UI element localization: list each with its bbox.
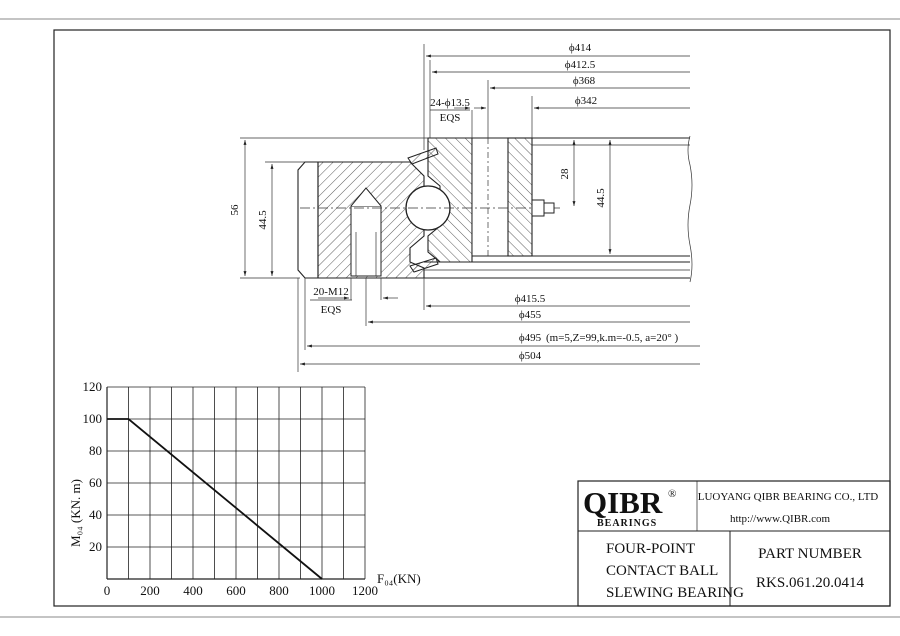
description-line-1: FOUR-POINT xyxy=(606,541,695,557)
part-number: RKS.061.20.0414 xyxy=(756,575,864,591)
dim-414: ϕ414 xyxy=(569,42,592,54)
outer-ring-chamfer xyxy=(297,161,319,279)
height-overall: 56 xyxy=(229,204,241,216)
y-tick-label: 20 xyxy=(89,539,102,554)
bolt-outer-spec: 20-M12 xyxy=(313,286,348,298)
dim-412-5: ϕ412.5 xyxy=(565,59,596,71)
dim-368: ϕ368 xyxy=(573,75,596,87)
x-tick-label: 400 xyxy=(183,583,203,598)
dim-415-5: ϕ415.5 xyxy=(515,293,546,305)
x-tick-label: 0 xyxy=(104,583,111,598)
inner-ring-flange xyxy=(507,137,533,257)
height-dimensions: 56 44.5 28 44.5 xyxy=(229,137,620,279)
drawing-frame xyxy=(53,29,891,607)
description-line-3: SLEWING BEARING xyxy=(606,585,744,601)
x-tick-label: 200 xyxy=(140,583,160,598)
x-tick-label: 1200 xyxy=(352,583,378,598)
dim-455: ϕ455 xyxy=(519,309,542,321)
company-website: http://www.QIBR.com xyxy=(730,513,831,525)
bolt-outer-eqs: EQS xyxy=(321,304,342,316)
bolt-nut xyxy=(531,199,545,217)
upper-seal xyxy=(407,147,439,165)
company-name: LUOYANG QIBR BEARING CO., LTD xyxy=(698,491,879,503)
bolt-inner-spec: 24-ϕ13.5 xyxy=(430,97,470,109)
x-tick-label: 800 xyxy=(269,583,289,598)
y-tick-label: 40 xyxy=(89,507,102,522)
part-number-label: PART NUMBER xyxy=(758,546,862,562)
load-chart: 0 200 400 600 800 1000 1200 20 40 60 80 100 120F₀₄(K… xyxy=(68,379,421,598)
dim-495: ϕ495 xyxy=(519,332,542,344)
bottom-diameter-dimensions: 20-M12 EQS ϕ415.5 ϕ455 ϕ495 (m=5,Z=99,k.… xyxy=(297,278,700,372)
bolt-inner-eqs: EQS xyxy=(440,112,461,124)
description-line-2: CONTACT BALL xyxy=(606,563,718,579)
tapped-hole-tip xyxy=(350,187,382,232)
title-block: QIBR ® BEARINGS LUOYANG QIBR BEARING CO.… xyxy=(577,480,891,607)
height-offset: 28 xyxy=(559,168,571,180)
y-axis-label: M₀₄ (KN. m) xyxy=(68,479,83,547)
top-diameter-dimensions: ϕ414 ϕ412.5 ϕ368 ϕ342 24-ϕ13.5 EQS xyxy=(423,42,690,150)
y-tick-label: 60 xyxy=(89,475,102,490)
y-tick-label: 100 xyxy=(83,411,103,426)
x-tick-label: 1000 xyxy=(309,583,335,598)
gear-parameters: (m=5,Z=99,k.m=-0.5, a=20° ) xyxy=(546,332,679,344)
tapped-hole xyxy=(350,205,382,277)
bearing-section-view xyxy=(297,135,693,283)
dim-504: ϕ504 xyxy=(519,350,542,362)
y-tick-label: 120 xyxy=(83,379,103,394)
height-outer-ring: 44.5 xyxy=(257,210,269,230)
dim-342: ϕ342 xyxy=(575,95,597,107)
brand-logo: QIBR xyxy=(583,485,663,520)
brand-subtitle: BEARINGS xyxy=(597,518,657,529)
y-tick-label: 80 xyxy=(89,443,102,458)
x-tick-label: 600 xyxy=(226,583,246,598)
x-axis-label: F₀₄(KN) xyxy=(377,571,421,586)
height-inner-ring: 44.5 xyxy=(595,188,607,208)
load-curve xyxy=(107,418,323,580)
registered-mark: ® xyxy=(668,488,676,500)
inner-bolt-hole xyxy=(471,137,509,257)
